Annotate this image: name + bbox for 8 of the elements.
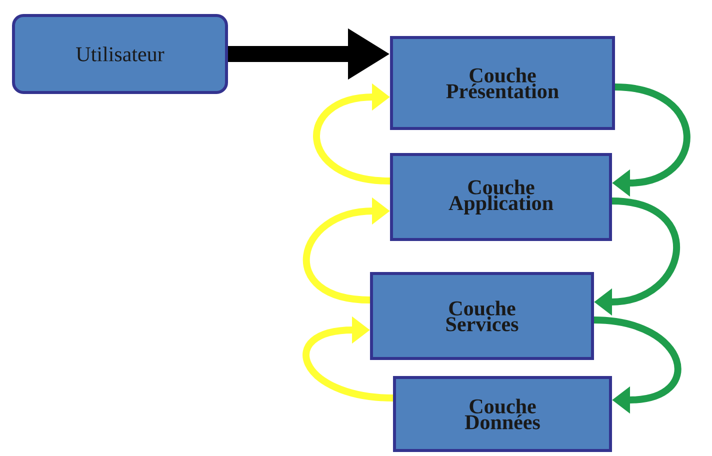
layer-box: Couche Application (390, 153, 612, 241)
layer-box: Couche Services (370, 272, 594, 360)
user-box: Utilisateur (12, 14, 228, 94)
arrow (313, 83, 390, 184)
layer-box: Couche Données (393, 376, 612, 452)
layer-box: Couche Présentation (390, 36, 615, 130)
arrow (594, 316, 682, 414)
arrow (302, 316, 394, 402)
